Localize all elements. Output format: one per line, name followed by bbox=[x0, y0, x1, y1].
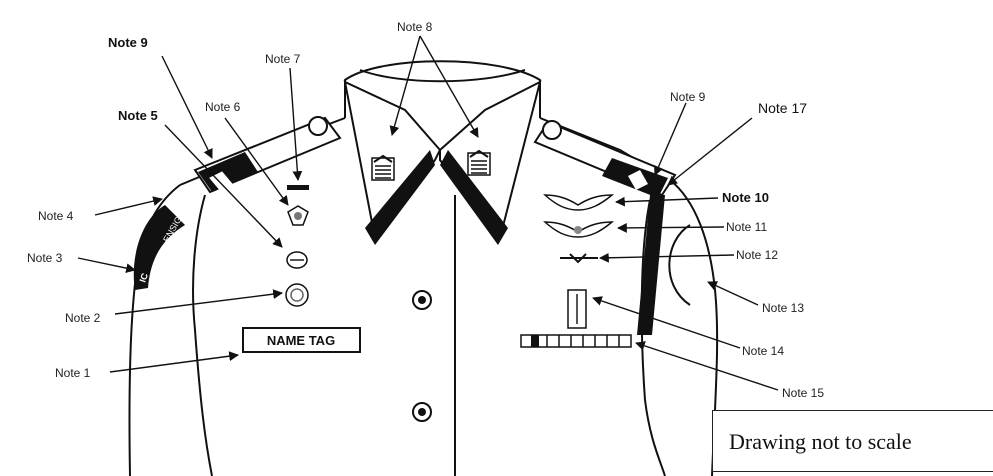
leader-lines bbox=[77, 35, 779, 391]
left-collar-edge bbox=[365, 150, 435, 245]
note-8-label: Note 8 bbox=[397, 20, 433, 34]
note-6-label: Note 6 bbox=[205, 100, 241, 114]
note-11-label: Note 11 bbox=[726, 220, 767, 234]
note-13-label: Note 13 bbox=[762, 301, 804, 315]
note-17-label: Note 17 bbox=[758, 100, 807, 116]
wings-note11-icon bbox=[543, 221, 615, 238]
right-collar-insignia-icon bbox=[467, 149, 491, 176]
ribbon-bar-icon bbox=[287, 185, 309, 190]
note-4-label: Note 4 bbox=[38, 209, 74, 223]
right-chest-badges bbox=[543, 194, 615, 329]
note-9-right-label: Note 9 bbox=[670, 90, 706, 104]
note-14-label: Note 14 bbox=[742, 344, 784, 358]
badge-note12-icon bbox=[560, 253, 598, 264]
wings-note10-icon bbox=[543, 194, 615, 211]
shoulder-patch: ENSIGN IC bbox=[133, 205, 187, 290]
shoulder-patch-partial-text: IC bbox=[137, 271, 150, 283]
note-1-label: Note 1 bbox=[55, 366, 91, 380]
note-15-label: Note 15 bbox=[782, 386, 824, 400]
left-epaulet bbox=[193, 116, 342, 194]
aiguillette bbox=[637, 195, 665, 335]
badge-note2-icon bbox=[285, 283, 309, 307]
note-5-label: Note 5 bbox=[118, 108, 158, 123]
right-shoulder-patch bbox=[668, 224, 691, 306]
right-epaulet bbox=[533, 120, 677, 198]
ribbon-bar-note15 bbox=[520, 334, 632, 348]
left-rank-insignia-icon bbox=[209, 171, 233, 191]
scale-note: Drawing not to scale bbox=[712, 410, 993, 472]
note-7-label: Note 7 bbox=[265, 52, 301, 66]
note-3-label: Note 3 bbox=[27, 251, 63, 265]
note-12-label: Note 12 bbox=[736, 248, 778, 262]
left-collar-insignia-icon bbox=[371, 154, 395, 181]
left-chest-badges bbox=[285, 185, 309, 307]
shirt-buttons bbox=[412, 290, 432, 422]
name-tag: NAME TAG bbox=[242, 327, 361, 353]
note-9-left-label: Note 9 bbox=[108, 35, 148, 50]
note-10-label: Note 10 bbox=[722, 190, 769, 205]
right-rank-insignia-icon bbox=[628, 170, 648, 190]
note-2-label: Note 2 bbox=[65, 311, 101, 325]
right-collar-edge bbox=[440, 150, 508, 245]
name-tag-text: NAME TAG bbox=[267, 333, 335, 348]
